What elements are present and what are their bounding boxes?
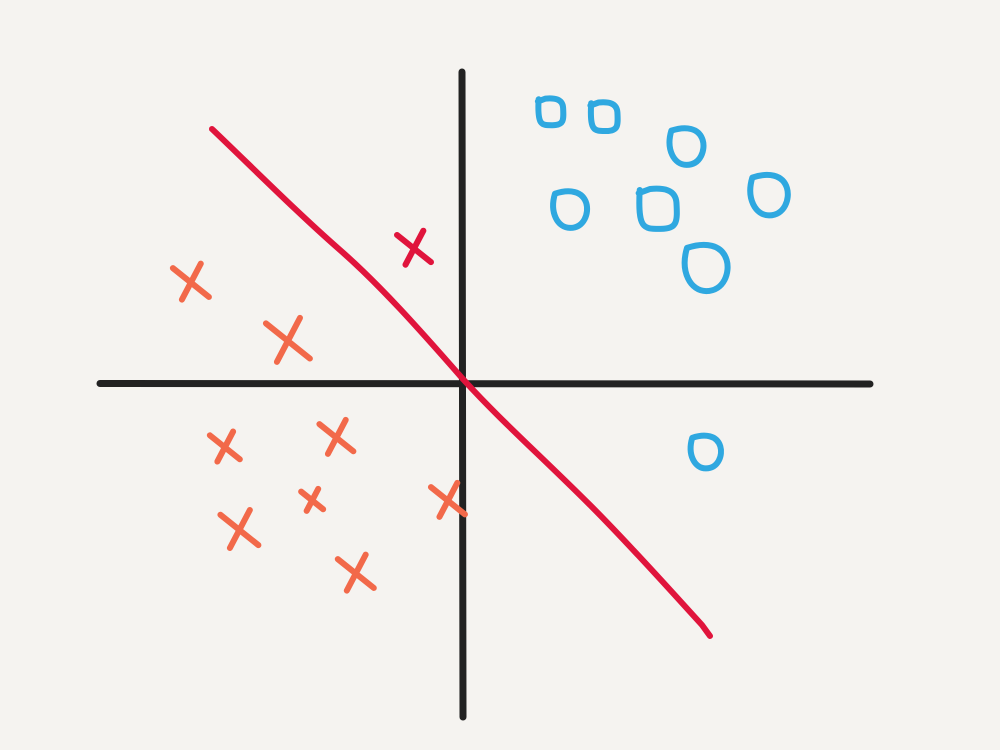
x-marker <box>217 507 262 551</box>
x-marker <box>427 479 468 520</box>
x-marker <box>298 485 327 514</box>
x-marker <box>262 314 313 365</box>
x-marker <box>169 260 212 303</box>
axes <box>96 68 874 721</box>
x-marker <box>206 428 243 465</box>
o-marker <box>687 432 724 472</box>
misclassified-x-marker <box>394 227 434 268</box>
x-marker <box>316 416 357 457</box>
o-marker <box>747 171 791 219</box>
o-marker <box>635 185 680 232</box>
o-marker <box>666 125 707 168</box>
x-marker <box>334 551 377 594</box>
o-marker <box>587 99 621 135</box>
data-points <box>169 95 791 594</box>
x-axis-line <box>96 380 874 388</box>
o-marker <box>681 241 731 295</box>
o-marker <box>534 95 567 129</box>
o-marker <box>550 188 591 231</box>
y-axis-line <box>458 68 467 721</box>
decision-boundary-line <box>209 126 713 639</box>
